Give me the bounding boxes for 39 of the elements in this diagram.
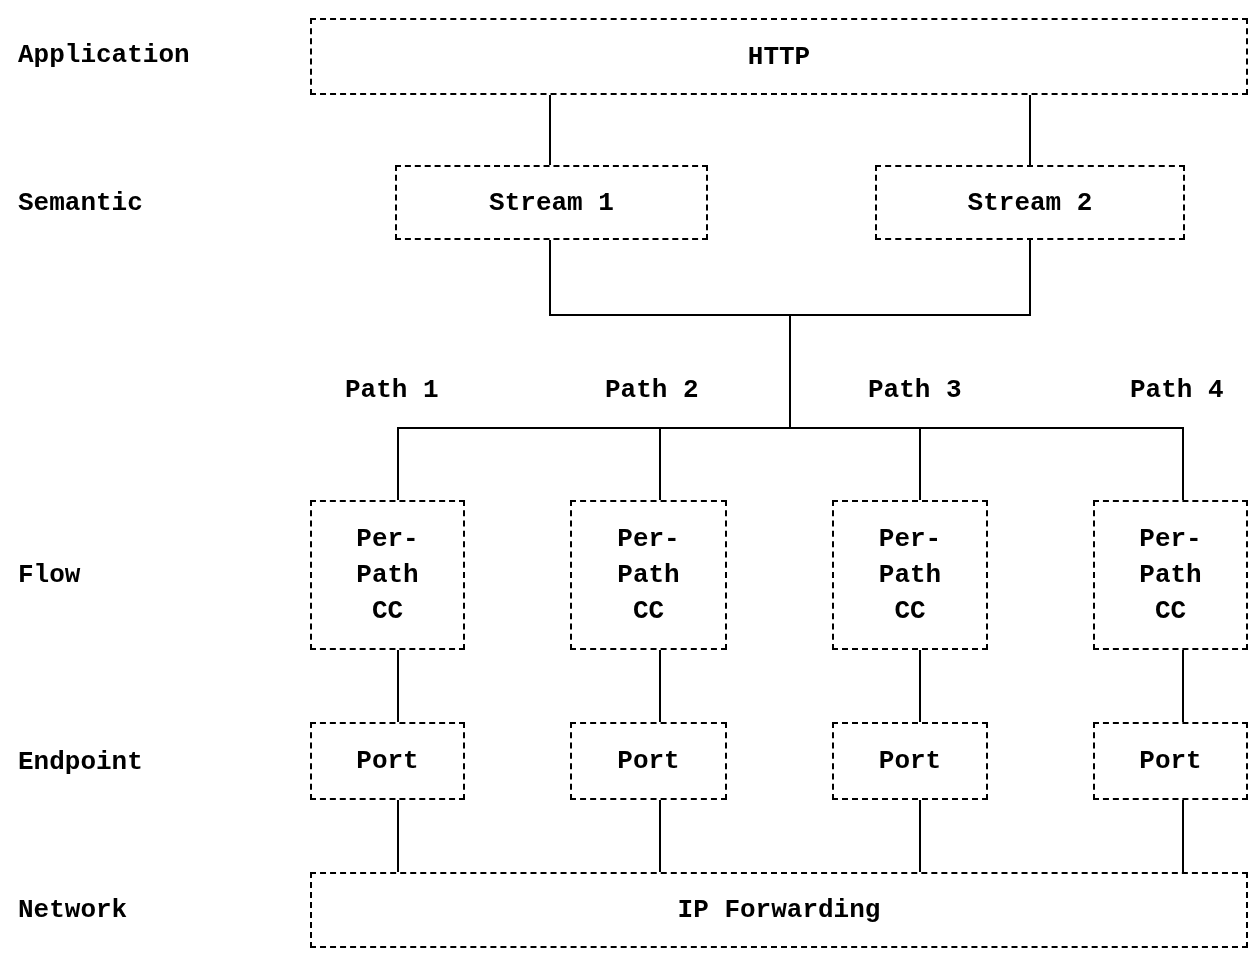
box-text: Per- Path CC bbox=[616, 523, 681, 628]
box-text: Port bbox=[617, 745, 680, 778]
layer-label: Application bbox=[18, 40, 190, 70]
layer-box bbox=[832, 500, 988, 650]
box-text: Port bbox=[356, 745, 419, 778]
connector-line bbox=[659, 649, 661, 723]
layer-label: Endpoint bbox=[18, 747, 143, 777]
layer-box bbox=[570, 500, 727, 650]
connector-line bbox=[919, 649, 921, 723]
box-text: Per- Path CC bbox=[1138, 523, 1203, 628]
box-text: Port bbox=[878, 745, 942, 778]
layer-box bbox=[832, 722, 988, 800]
connector-line bbox=[549, 94, 551, 166]
layer-box bbox=[310, 872, 1248, 948]
box-text: Per- Path CC bbox=[355, 523, 420, 628]
connector-line bbox=[1182, 649, 1184, 723]
layer-box bbox=[570, 722, 727, 800]
connector-line bbox=[1029, 94, 1031, 166]
box-text: HTTP bbox=[747, 40, 811, 74]
layer-label: Semantic bbox=[18, 188, 143, 218]
layer-box bbox=[875, 165, 1185, 240]
layer-box bbox=[310, 722, 465, 800]
connector-line bbox=[1182, 799, 1184, 873]
connector-line bbox=[397, 649, 399, 723]
box-text: Port bbox=[1139, 745, 1202, 778]
box-text: Stream 2 bbox=[967, 186, 1093, 220]
layer-label: Network bbox=[18, 895, 128, 925]
box-text: IP Forwarding bbox=[677, 894, 881, 927]
connector-line bbox=[397, 799, 399, 873]
box-text: Stream 1 bbox=[489, 186, 614, 220]
connector-line bbox=[919, 799, 921, 873]
layer-box bbox=[310, 500, 465, 650]
box-text: Per- Path CC bbox=[877, 523, 943, 628]
layer-box bbox=[1093, 722, 1248, 800]
layer-label: Flow bbox=[18, 560, 81, 590]
connector-line bbox=[659, 799, 661, 873]
layer-box bbox=[310, 18, 1248, 95]
layer-box bbox=[395, 165, 708, 240]
layer-box bbox=[1093, 500, 1248, 650]
